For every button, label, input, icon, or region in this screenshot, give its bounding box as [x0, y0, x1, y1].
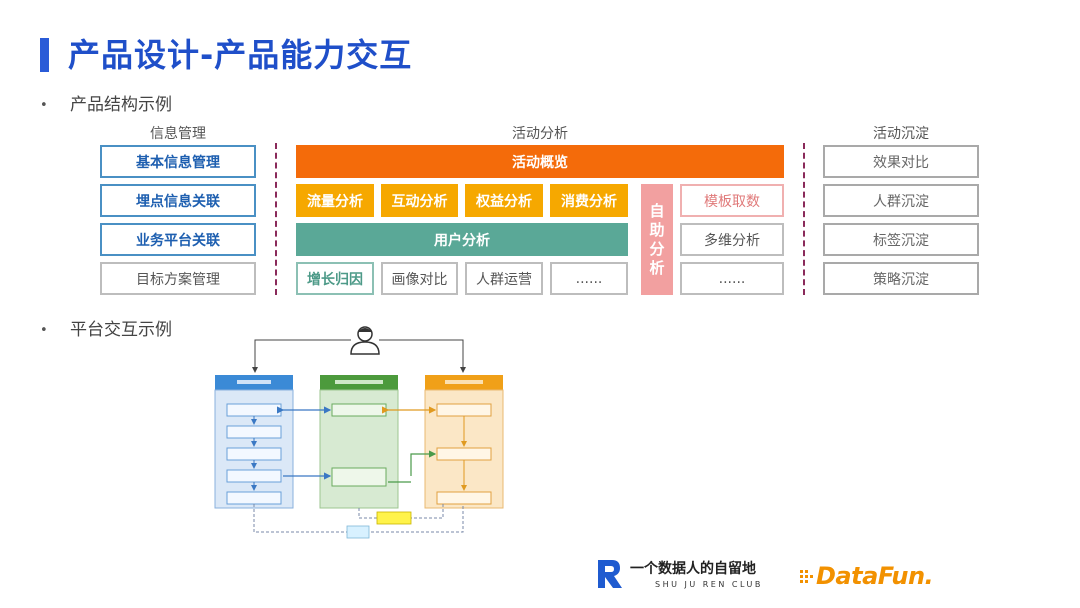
self-analysis: 自 助 分 析 — [641, 184, 673, 295]
sediment-tag: 标签沉淀 — [823, 223, 979, 256]
shujuren-logo-icon — [598, 560, 622, 588]
panel-event-platform — [319, 375, 399, 509]
header-info: 信息管理 — [150, 126, 206, 142]
user-portrait: 画像对比 — [381, 262, 458, 295]
self-multidim: 多维分析 — [680, 223, 784, 256]
self-char-3: 分 — [649, 239, 665, 258]
bullet-dot-icon: • — [40, 97, 48, 113]
bullet-platform: • 平台交互示例 — [40, 315, 172, 340]
title-accent-bar — [40, 38, 49, 72]
divider-right — [803, 143, 805, 295]
header-sediment: 活动沉淀 — [873, 126, 929, 142]
brand-en: SHU JU REN CLUB — [655, 580, 763, 589]
analysis-consumption: 消费分析 — [550, 184, 628, 217]
analysis-user: 用户分析 — [296, 223, 628, 256]
header-analysis: 活动分析 — [512, 126, 568, 142]
analysis-interaction: 互动分析 — [381, 184, 458, 217]
self-char-2: 助 — [649, 220, 665, 239]
platform-interaction-diagram — [214, 326, 504, 539]
brand-cn: 一个数据人的自留地 — [630, 561, 756, 577]
datafun-dots-icon — [800, 570, 813, 583]
info-item-target: 目标方案管理 — [100, 262, 256, 295]
self-char-1: 自 — [649, 201, 665, 220]
bullet-structure: • 产品结构示例 — [40, 90, 172, 115]
analysis-overview: 活动概览 — [296, 145, 784, 178]
bullet-platform-label: 平台交互示例 — [70, 320, 172, 340]
self-template: 模板取数 — [680, 184, 784, 217]
bullet-dot-icon: • — [40, 322, 48, 338]
analysis-equity: 权益分析 — [465, 184, 543, 217]
info-item-tracking: 埋点信息关联 — [100, 184, 256, 217]
self-char-4: 析 — [649, 258, 665, 277]
sediment-effect: 效果对比 — [823, 145, 979, 178]
datafun-logo-text: DataFun. — [816, 562, 934, 590]
user-more: ...... — [550, 262, 628, 295]
self-more: ...... — [680, 262, 784, 295]
page-title: 产品设计-产品能力交互 — [68, 36, 413, 74]
user-avatar-icon — [350, 326, 380, 355]
bullet-structure-label: 产品结构示例 — [70, 95, 172, 115]
analysis-traffic: 流量分析 — [296, 184, 374, 217]
user-crowd: 人群运营 — [465, 262, 543, 295]
user-growth: 增长归因 — [296, 262, 374, 295]
divider-left — [275, 143, 277, 295]
sediment-crowd: 人群沉淀 — [823, 184, 979, 217]
info-item-basic: 基本信息管理 — [100, 145, 256, 178]
sediment-strategy: 策略沉淀 — [823, 262, 979, 295]
info-item-platform: 业务平台关联 — [100, 223, 256, 256]
